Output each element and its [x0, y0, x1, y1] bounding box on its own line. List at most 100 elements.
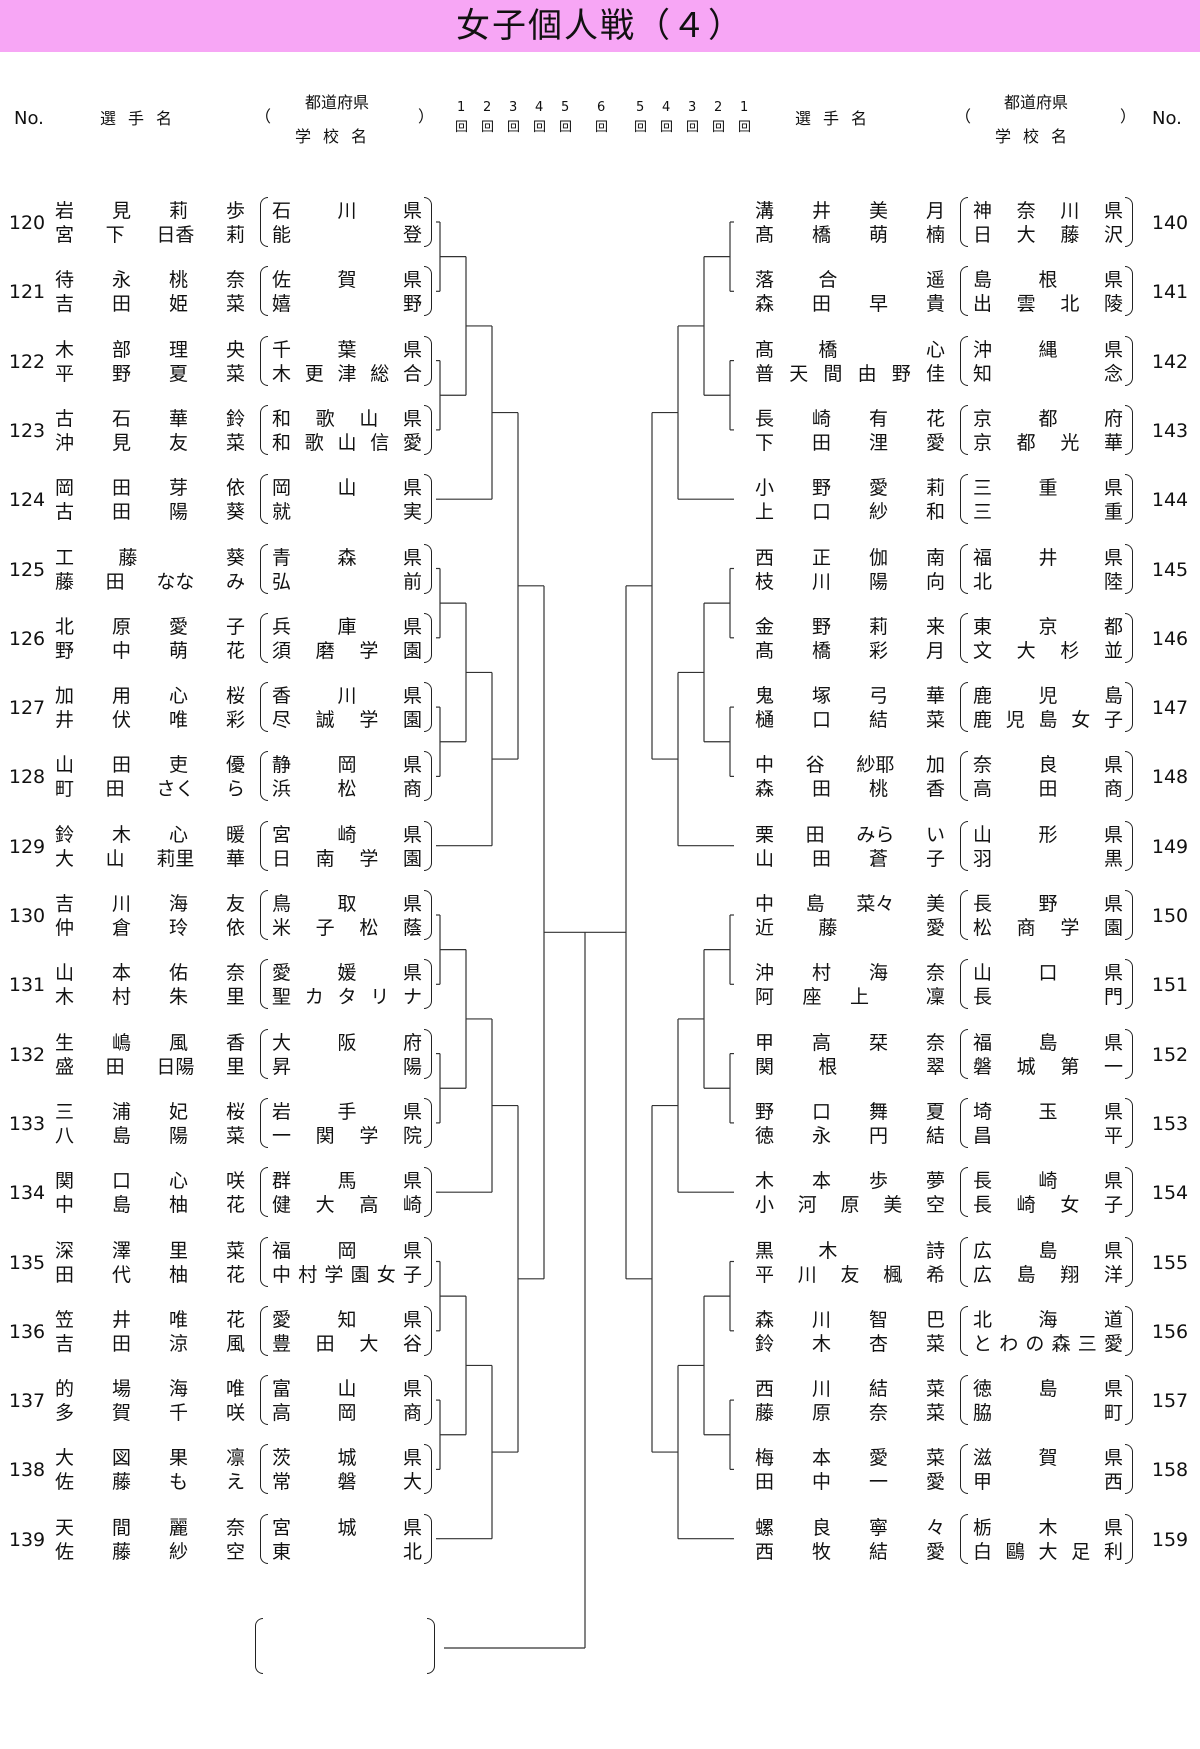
player-2-name-char: 宮 — [55, 224, 75, 246]
player-1-name: 沖村海奈 — [755, 961, 945, 985]
school-name-char: タ — [337, 986, 357, 1009]
player-1-name-char: 口 — [111, 1170, 131, 1193]
player-2-name: 吉田涼風 — [55, 1332, 245, 1356]
school-name: 健大高崎 — [272, 1193, 422, 1217]
prefecture-char: 県 — [1103, 200, 1123, 222]
entry-number: 141 — [1151, 281, 1189, 304]
player-2-name-char: 愛 — [925, 1471, 945, 1494]
school-name-char: 利 — [1103, 1540, 1123, 1563]
player-2-name-char: 森 — [755, 778, 775, 801]
prefecture-char: 根 — [1038, 269, 1058, 292]
prefecture-char: 知 — [337, 1308, 357, 1331]
entry-number: 142 — [1151, 350, 1189, 373]
school-name: 知念 — [973, 362, 1123, 386]
player-1-name-char: 海 — [168, 893, 188, 915]
player-2-name-char: 原 — [811, 1402, 831, 1425]
player-1-name-char: 紗耶 — [856, 754, 895, 777]
prefecture-char: 東 — [973, 615, 993, 638]
player-1-name: 三浦妃桜 — [55, 1100, 245, 1124]
player-1-name: 螺良寧々 — [755, 1516, 945, 1540]
school-name-char: 女 — [376, 1263, 396, 1286]
player-2-name: 佐藤紗空 — [55, 1540, 245, 1564]
player-2-name-char: 花 — [225, 1263, 245, 1286]
player-1-name-char: 花 — [225, 1308, 245, 1331]
prefecture-char: 県 — [402, 823, 422, 846]
player-2-name-char: 空 — [925, 1194, 945, 1217]
school-name-char: 合 — [402, 362, 422, 385]
player-2-name-char: 永 — [811, 1124, 831, 1147]
player-2-name: 鈴木杏菜 — [755, 1332, 945, 1356]
prefecture-char: 葉 — [337, 338, 357, 361]
school-name-char: 北 — [973, 570, 993, 593]
player-2-name-char: 柚 — [168, 1194, 188, 1217]
entry-number: 128 — [8, 766, 46, 789]
player-2-name-char: 莉里 — [156, 847, 195, 870]
player-1-name: 栗田みらい — [755, 823, 945, 847]
prefecture-char: 県 — [402, 962, 422, 985]
player-2-name-char: なな — [156, 570, 195, 593]
school-name-char: 津 — [337, 362, 357, 385]
prefecture-char: 富 — [272, 1378, 292, 1401]
player-2-name-char: 大 — [55, 847, 75, 870]
player-1-name-char: 小 — [755, 477, 775, 500]
school-name-char: 田 — [315, 1332, 335, 1355]
bracket-paren-left — [260, 335, 268, 386]
player-2-name-char: 千 — [168, 1402, 188, 1425]
school-name-char: 商 — [1016, 917, 1036, 939]
player-2-name-char: 楓 — [883, 1263, 903, 1286]
prefecture-char: 賀 — [337, 269, 357, 292]
player-1-name: 関口心咲 — [55, 1169, 245, 1193]
player-2-name-char: 田 — [811, 778, 831, 801]
prefecture: 栃木県 — [973, 1516, 1123, 1540]
prefecture: 長野県 — [973, 892, 1123, 916]
bracket-paren-left — [960, 543, 968, 594]
school-name-char: 就 — [272, 501, 292, 524]
prefecture-char: 庫 — [337, 615, 357, 638]
school-name: 鹿児島女子 — [973, 708, 1123, 732]
bracket-paren-left — [260, 1513, 268, 1564]
prefecture-char: 川 — [337, 200, 357, 222]
prefecture-char: 宮 — [272, 823, 292, 846]
school-name-char: 三 — [973, 501, 993, 524]
player-1-name-char: 溝 — [755, 200, 775, 222]
round-suffix: 回 — [738, 120, 752, 135]
player-1-name-char: 香 — [225, 1031, 245, 1054]
player-2-name-char: 多 — [55, 1402, 75, 1425]
player-1-name-char: 加 — [55, 685, 75, 708]
player-1-name: 落合遥 — [755, 268, 945, 292]
school-name-char: 村 — [298, 1263, 318, 1286]
player-1-name: 工藤葵 — [55, 546, 245, 570]
player-1-name: 古石華鈴 — [55, 407, 245, 431]
player-2-name-char: 美 — [883, 1194, 903, 1217]
player-1-name: 長崎有花 — [755, 407, 945, 431]
school-name-char: 米 — [272, 917, 292, 939]
player-1-name-char: 田 — [805, 823, 825, 846]
player-2-name-char: 賀 — [111, 1402, 131, 1425]
player-2-name-char: 友 — [840, 1263, 860, 1286]
bracket-paren-left — [260, 404, 268, 455]
entry-number: 159 — [1151, 1528, 1189, 1551]
prefecture-char: 県 — [1103, 269, 1123, 292]
bracket-paren-left — [960, 404, 968, 455]
player-2-name-char: 牧 — [811, 1540, 831, 1563]
player-2-name-char: 菜 — [925, 1402, 945, 1425]
round-suffix: 回 — [712, 120, 726, 135]
prefecture-char: 県 — [402, 615, 422, 638]
player-2-name-char: 菜 — [925, 709, 945, 732]
player-1-name: 木部理央 — [55, 338, 245, 362]
player-2-name-char: 座 — [802, 986, 822, 1009]
prefecture-char: 県 — [1103, 338, 1123, 361]
player-1-name-char: 花 — [925, 407, 945, 430]
player-2-name: 野中萌花 — [55, 639, 245, 663]
player-1-name-char: 山 — [55, 754, 75, 777]
player-2-name-char: 仲 — [55, 917, 75, 939]
player-1-name-char: 良 — [811, 1516, 831, 1539]
player-2-name-char: 愛 — [925, 1540, 945, 1563]
school-name-char: 沢 — [1103, 224, 1123, 246]
player-1-name: 鬼塚弓華 — [755, 684, 945, 708]
player-2-name-char: 沖 — [55, 431, 75, 454]
entry-number: 137 — [8, 1390, 46, 1413]
header-paren-open-left: （ — [255, 107, 272, 126]
school-name-char: 島 — [1038, 709, 1058, 732]
school-name-char: 雲 — [1016, 293, 1036, 316]
